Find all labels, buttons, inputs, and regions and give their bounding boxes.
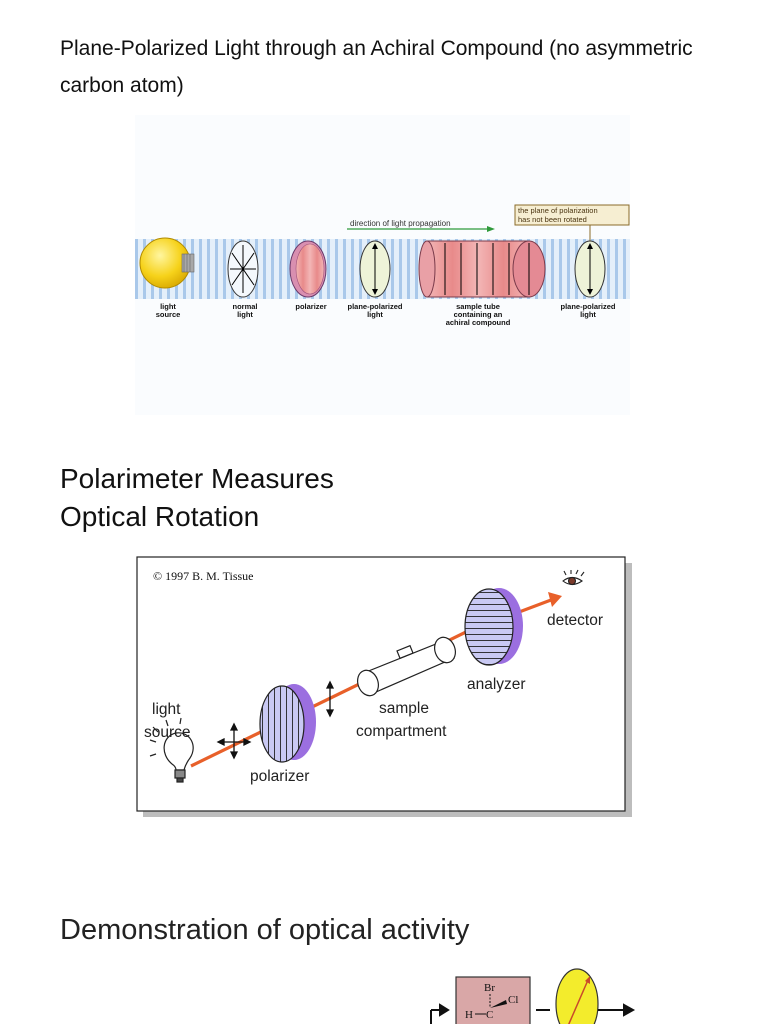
light-bulb-icon (149, 717, 194, 783)
atom-h: H (465, 1009, 473, 1021)
label-normal-light-2: light (237, 310, 253, 319)
slide-title-optical-activity: Demonstration of optical activity (60, 914, 470, 946)
label-source: source (144, 724, 191, 741)
unpolarized-cross-arrows-icon (216, 722, 252, 760)
label-plane-polarized-2b: light (580, 310, 596, 319)
label-polarizer: polarizer (295, 302, 326, 311)
polarized-double-arrow-icon (325, 680, 335, 718)
label-sample-tube-3: achiral compound (446, 318, 511, 327)
plane-polarized-icon-1 (359, 240, 391, 298)
polarizer-disc-icon (259, 684, 316, 763)
optical-activity-figure: Br Cl H C (430, 968, 636, 1024)
atom-br: Br (484, 982, 495, 994)
label-normal-light-1: normal (232, 302, 257, 311)
light-bulb-icon (139, 237, 195, 289)
sample-compartment-icon (357, 636, 456, 697)
analyzer-disc-icon (464, 588, 523, 666)
label-sample-tube-2: containing an (454, 310, 503, 319)
label-compartment: compartment (356, 723, 447, 740)
label-light-source-1: light (160, 302, 176, 311)
outgoing-light-arrow-icon (598, 1003, 636, 1017)
chiral-molecule-box (455, 976, 531, 1024)
note-line-1: the plane of polarization (518, 206, 598, 215)
note-line-2: has not been rotated (518, 215, 587, 224)
label-light: light (152, 701, 181, 718)
label-light-source-2: source (156, 310, 181, 319)
achiral-polarization-figure: direction of light propagation the plane… (135, 115, 630, 415)
beam-arrowhead-icon (548, 592, 562, 607)
incoming-light-arrow-icon (430, 1003, 450, 1024)
label-plane-polarized-1a: plane-polarized (347, 302, 402, 311)
label-sample: sample (379, 700, 429, 717)
label-plane-polarized-2a: plane-polarized (560, 302, 615, 311)
copyright-text: © 1997 B. M. Tissue (153, 569, 253, 583)
label-polarizer: polarizer (250, 768, 309, 785)
title-line-1: Polarimeter Measures (60, 463, 334, 494)
detector-eye-icon (562, 569, 585, 586)
label-analyzer: analyzer (467, 676, 526, 693)
plane-polarized-icon-2 (574, 240, 606, 298)
rotated-plane-disc-icon (555, 968, 599, 1024)
sample-tube-icon (418, 240, 546, 298)
title-line-2: Optical Rotation (60, 501, 260, 532)
atom-cl: Cl (508, 994, 518, 1006)
slide-title-polarimeter: Polarimeter Measures Optical Rotation (60, 460, 334, 536)
label-detector: detector (547, 612, 603, 629)
propagation-label: direction of light propagation (350, 219, 451, 228)
label-plane-polarized-1b: light (367, 310, 383, 319)
svg-text:C: C (486, 1009, 493, 1021)
slide-title-achiral: Plane-Polarized Light through an Achiral… (60, 37, 693, 97)
label-sample-tube-1: sample tube (456, 302, 500, 311)
note-box (514, 204, 630, 226)
polarimeter-figure: © 1997 B. M. Tissue (136, 556, 632, 817)
normal-light-icon (227, 240, 259, 298)
polarizer-disc-icon (289, 240, 327, 298)
